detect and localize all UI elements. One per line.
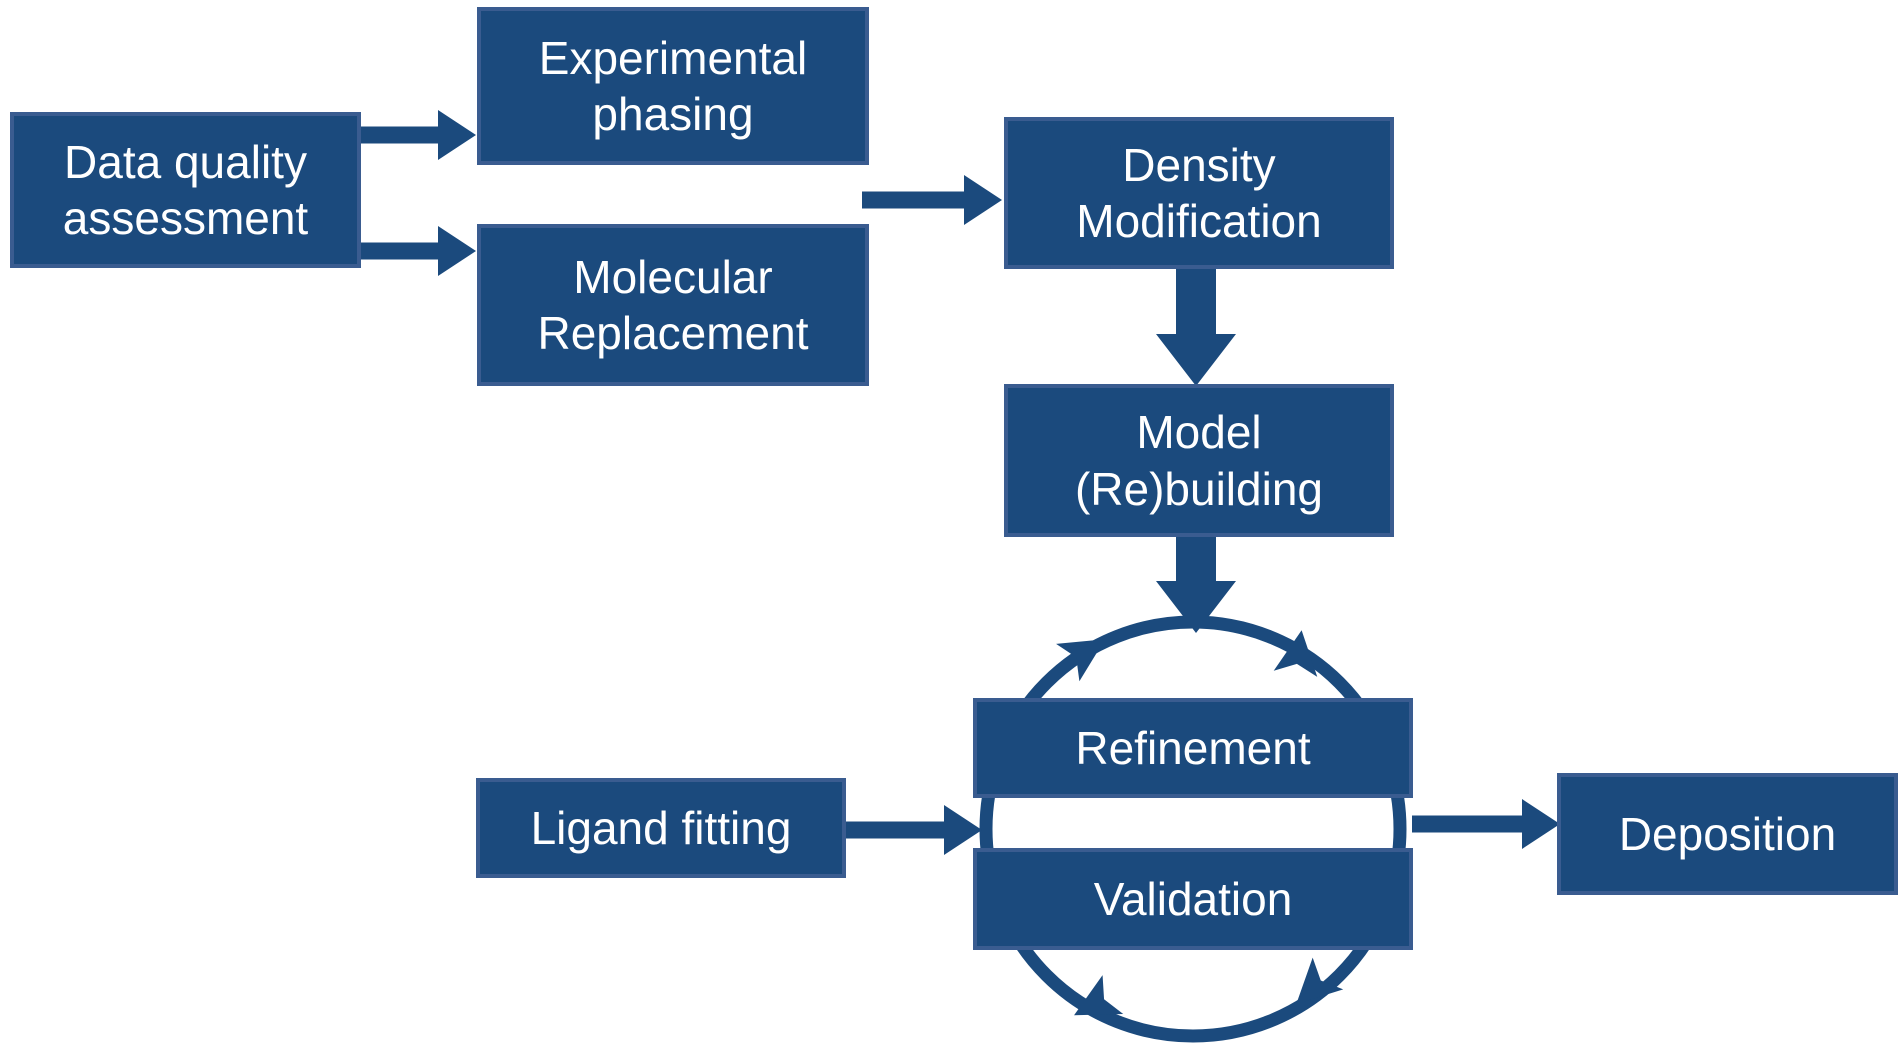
cycle-arrowhead-bottom-left-icon	[1074, 975, 1124, 1016]
arrow-dqa-to-molecular-replacement	[360, 226, 476, 276]
node-data-quality-assessment: Data quality assessment	[10, 112, 361, 268]
cycle-arrowhead-top-left-icon	[1056, 639, 1106, 682]
node-deposition: Deposition	[1557, 773, 1898, 895]
node-validation: Validation	[973, 848, 1413, 950]
node-molecular-replacement: Molecular Replacement	[477, 224, 869, 386]
node-label-line2: assessment	[62, 192, 309, 244]
node-label-line2: (Re)building	[1074, 462, 1323, 515]
node-label-line2: phasing	[592, 88, 754, 140]
arrow-dqa-to-experimental-phasing	[360, 110, 476, 160]
node-label-line1: Experimental	[538, 31, 808, 84]
cycle-arrowhead-top-right-icon	[1273, 630, 1318, 677]
node-label-line1: Model	[1136, 406, 1262, 459]
node-experimental-phasing: Experimental phasing	[477, 7, 869, 165]
node-label-line2: Modification	[1076, 195, 1322, 247]
arrow-density-modification-to-model-rebuilding	[1156, 267, 1236, 386]
node-refinement: Refinement	[973, 698, 1413, 798]
arrow-cycle-to-deposition	[1412, 799, 1560, 849]
node-label-line1: Molecular	[573, 250, 773, 303]
node-label-line1: Density	[1122, 138, 1276, 191]
arrow-ligand-fitting-to-cycle	[846, 805, 982, 855]
cycle-arrowhead-bottom-right-icon	[1296, 957, 1344, 1005]
node-label-line1: Validation	[1093, 872, 1293, 925]
node-ligand-fitting: Ligand fitting	[476, 778, 846, 878]
arrow-phasing-to-density-modification	[862, 175, 1002, 225]
node-label-line1: Data quality	[64, 135, 307, 188]
arrow-model-rebuilding-to-cycle	[1156, 536, 1236, 633]
node-label-line1: Refinement	[1075, 721, 1311, 774]
node-label-line2: Replacement	[537, 307, 809, 359]
node-label-line1: Deposition	[1618, 807, 1837, 860]
cycle-circle	[979, 615, 1407, 1043]
node-model-rebuilding: Model (Re)building	[1004, 384, 1394, 537]
node-label-line1: Ligand fitting	[530, 801, 792, 854]
node-density-modification: Density Modification	[1004, 117, 1394, 269]
